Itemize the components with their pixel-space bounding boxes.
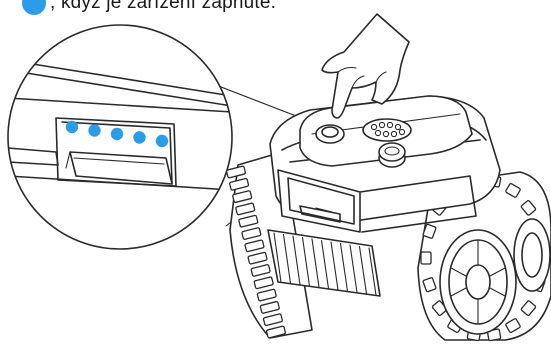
led-light-3	[111, 128, 123, 140]
robot-body	[226, 96, 551, 341]
track-tread	[421, 252, 431, 264]
led-light-5	[156, 135, 168, 147]
led-light-2	[88, 124, 100, 136]
led-light-4	[133, 131, 145, 143]
led-light-1	[66, 121, 78, 133]
